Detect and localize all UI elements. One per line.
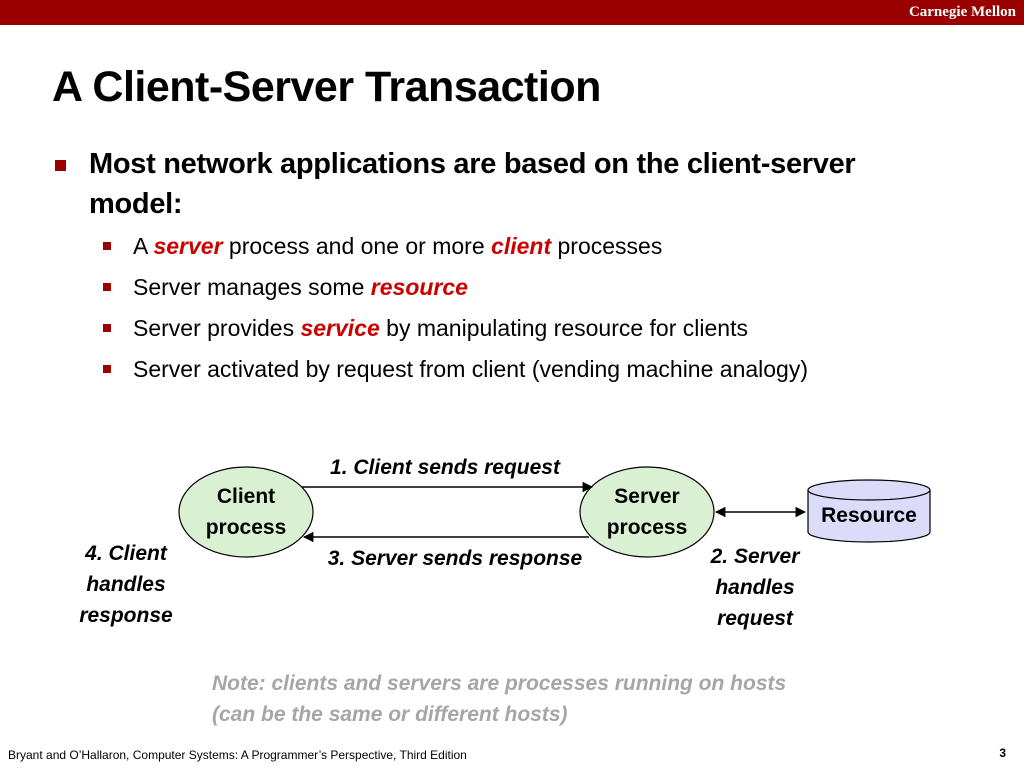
client-node (178, 466, 314, 558)
server-node (579, 466, 715, 558)
step4-line2: handles (86, 573, 166, 596)
bullet-text: processes (551, 233, 663, 259)
server-node-label: Server process (587, 481, 707, 543)
bullet-text: by manipulating resource for clients (379, 315, 748, 341)
server-label-line1: Server (614, 485, 680, 508)
sub-bullet-item: A server process and one or more client … (103, 233, 808, 274)
footer-citation: Bryant and O’Hallaron, Computer Systems:… (8, 748, 467, 762)
bullet-text: Server activated by request from client … (133, 356, 809, 382)
bullet-square-icon (55, 160, 66, 171)
emphasis-term: resource (370, 274, 468, 300)
bullet-square-icon (103, 242, 111, 250)
sub-bullet-item: Server provides service by manipulating … (103, 315, 808, 356)
emphasis-term: client (491, 233, 552, 259)
step4-line1: 4. Client (85, 542, 167, 565)
step2-line3: request (717, 607, 793, 630)
header-bar: Carnegie Mellon (0, 0, 1024, 25)
bullet-text: A (133, 233, 154, 259)
client-label-line1: Client (216, 485, 276, 508)
emphasis-term: service (300, 315, 380, 341)
sub-bullet-list: A server process and one or more client … (103, 233, 808, 397)
note-line2: (can be the same or different hosts) (212, 703, 568, 726)
note-text: Note: clients and servers are processes … (212, 668, 786, 730)
bullet-text: Server manages some (133, 274, 371, 300)
bullet-square-icon (103, 324, 111, 332)
sub-bullet-item: Server manages some resource (103, 274, 808, 315)
client-node-label: Client process (186, 481, 306, 543)
step4-line3: response (79, 604, 173, 627)
resource-cylinder (807, 479, 931, 543)
bullet-square-icon (103, 283, 111, 291)
step1-label: 1. Client sends request (330, 456, 560, 479)
bullet-square-icon (103, 365, 111, 373)
client-label-line2: process (205, 516, 287, 539)
note-line1: Note: clients and servers are processes … (212, 672, 787, 695)
step4-label: 4. Client handles response (61, 538, 191, 631)
sub-bullet-item: Server activated by request from client … (103, 356, 808, 397)
bullet-text: process and one or more (222, 233, 492, 259)
resource-label: Resource (821, 504, 917, 527)
step2-line2: handles (715, 576, 795, 599)
step2-line1: 2. Server (710, 545, 800, 568)
page-number: 3 (999, 746, 1006, 760)
step3-label: 3. Server sends response (327, 547, 583, 570)
server-label-line2: process (606, 516, 688, 539)
brand-label: Carnegie Mellon (908, 4, 1016, 20)
emphasis-term: server (153, 233, 223, 259)
main-bullet-text: Most network applications are based on t… (89, 148, 856, 220)
bullet-text: Server provides (133, 315, 301, 341)
step2-label: 2. Server handles request (690, 541, 820, 634)
slide-title: A Client-Server Transaction (52, 63, 601, 111)
